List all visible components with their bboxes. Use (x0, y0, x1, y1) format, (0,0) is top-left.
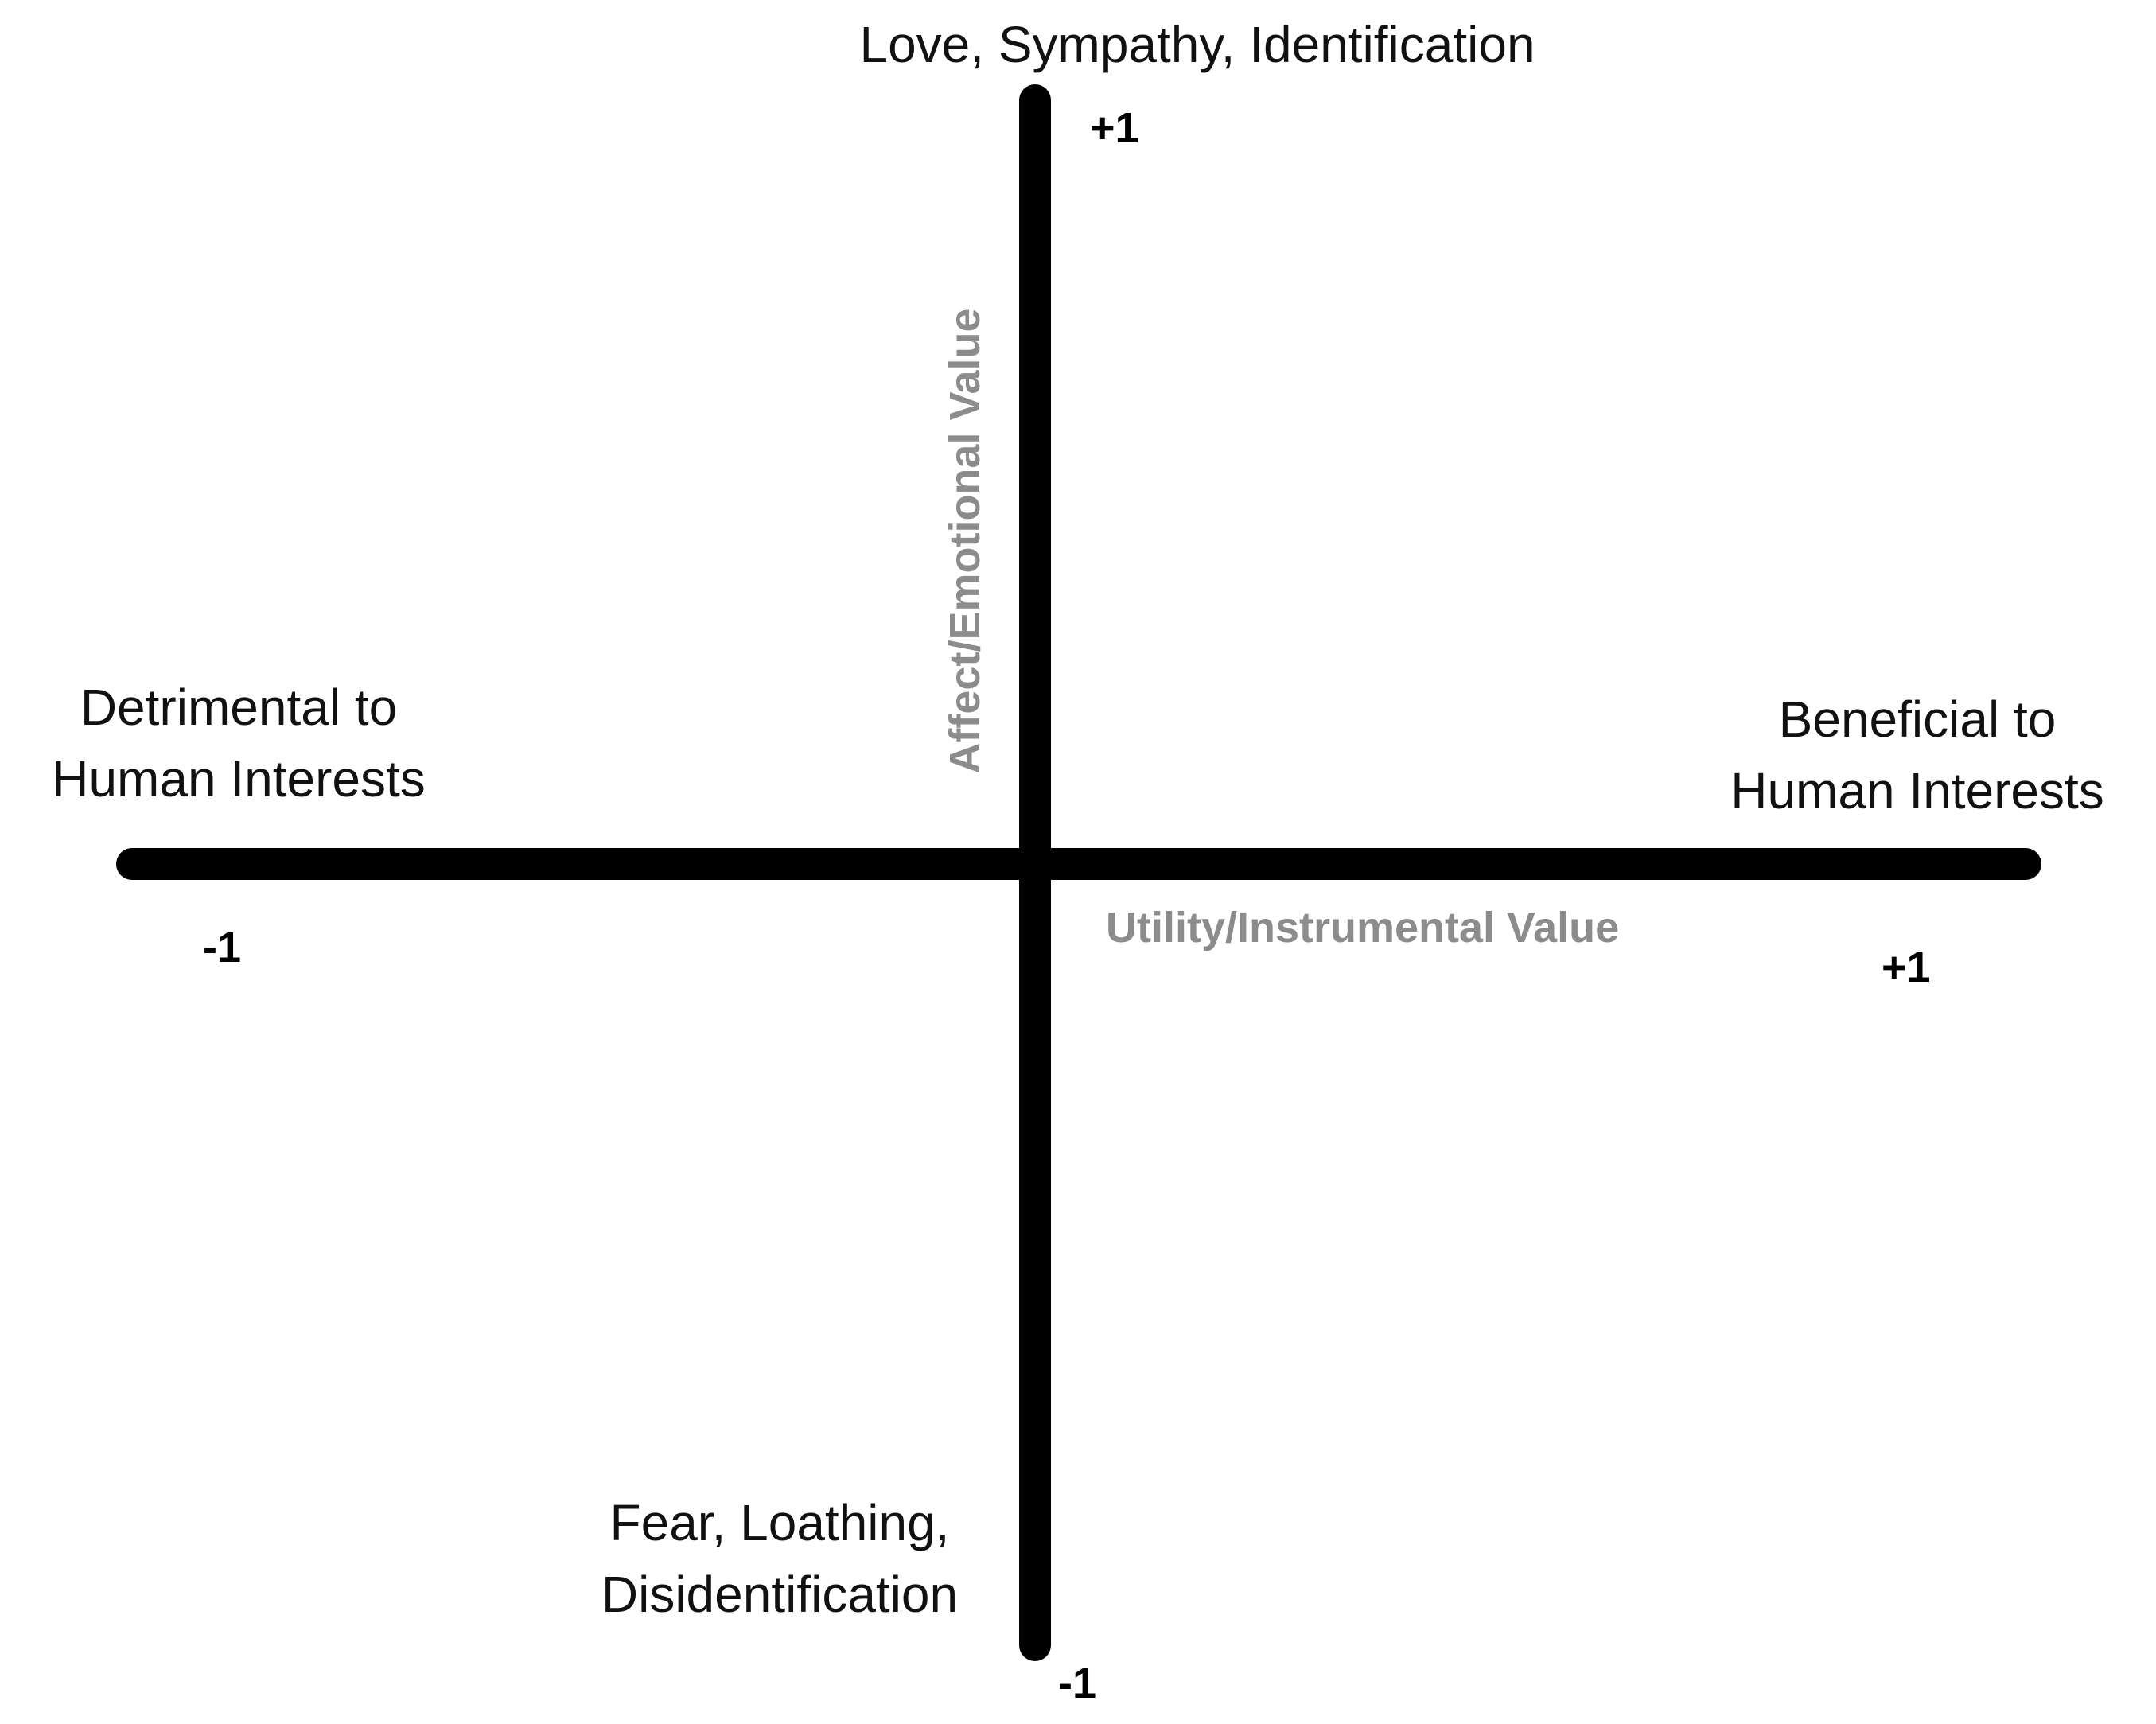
tick-label-left: -1 (203, 924, 242, 971)
horizontal-axis (116, 848, 2041, 880)
tick-label-right: +1 (1882, 944, 1931, 991)
pole-label-bottom: Fear, Loathing, Disidentification (557, 1488, 1002, 1630)
pole-label-left-line1: Detrimental to (80, 679, 398, 736)
pole-label-left: Detrimental to Human Interests (16, 672, 461, 815)
pole-label-left-line2: Human Interests (52, 749, 426, 808)
pole-label-top: Love, Sympathy, Identification (0, 10, 2156, 81)
tick-label-top: +1 (1090, 104, 1139, 152)
vertical-axis-title-wrapper: Affect/Emotional Value (937, 278, 993, 804)
pole-label-right-line1: Beneficial to (1778, 691, 2057, 748)
vertical-axis (1019, 84, 1051, 1661)
pole-label-bottom-line2: Disidentification (601, 1565, 959, 1623)
pole-label-bottom-line1: Fear, Loathing, (609, 1494, 950, 1551)
horizontal-axis-title: Utility/Instrumental Value (1106, 904, 1620, 952)
pole-label-right-line2: Human Interests (1730, 761, 2104, 819)
tick-label-bottom: -1 (1058, 1660, 1097, 1707)
vertical-axis-title: Affect/Emotional Value (941, 308, 989, 774)
pole-label-right: Beneficial to Human Interests (1695, 684, 2140, 827)
pole-label-top-text: Love, Sympathy, Identification (859, 16, 1535, 73)
